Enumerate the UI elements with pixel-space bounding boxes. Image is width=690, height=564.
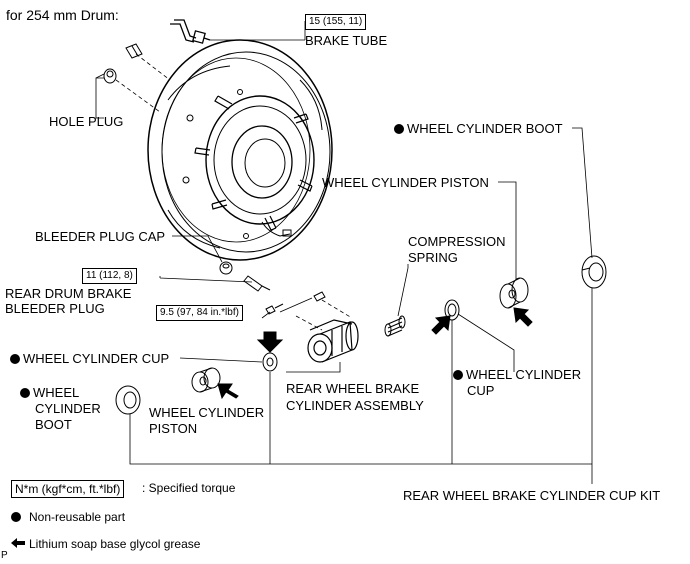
legend-torque-desc: : Specified torque (142, 481, 236, 495)
label-boot-left-1: WHEEL (20, 385, 79, 400)
arrow-left-icon (11, 537, 25, 552)
cup-kit-bracket (129, 288, 593, 484)
grease-arrows (217, 307, 533, 400)
label-boot-right: WHEEL CYLINDER BOOT (394, 121, 563, 136)
label-bleeder-plug-1: REAR DRUM BRAKE (5, 286, 132, 301)
label-brake-tube: BRAKE TUBE (305, 33, 388, 48)
label-spring-1: COMPRESSION (408, 234, 506, 249)
non-reusable-icon (10, 354, 20, 364)
footer-code: P (1, 550, 8, 561)
bolt-drawing (265, 291, 326, 315)
torque-bolt: 9.5 (97, 84 in.*lbf) (156, 305, 243, 321)
bleeder-plug-cap-drawing (219, 261, 233, 275)
piston-left-drawing (191, 367, 221, 393)
hole-plug-drawing (103, 43, 143, 84)
legend-torque-unit: N*m (kgf*cm, ft.*lbf) (11, 480, 125, 498)
brake-tube-drawing (170, 19, 211, 44)
label-hole-plug: HOLE PLUG (49, 114, 124, 129)
bleeder-plug-drawing (243, 275, 271, 292)
cylinder-assembly-drawing (307, 319, 359, 363)
label-cup-right-2: CUP (467, 383, 495, 398)
torque-bleeder-plug: 11 (112, 8) (82, 268, 137, 284)
label-boot-left-2: CYLINDER (35, 401, 101, 416)
non-reusable-icon (394, 124, 404, 134)
label-cup-left: WHEEL CYLINDER CUP (10, 351, 169, 366)
non-reusable-icon (453, 370, 463, 380)
legend-grease: Lithium soap base glycol grease (11, 537, 200, 552)
label-cup-right-1: WHEEL CYLINDER (453, 367, 581, 382)
compression-spring-drawing (384, 315, 406, 337)
label-piston-right: WHEEL CYLINDER PISTON (322, 175, 489, 190)
backing-plate-drawing (147, 39, 333, 261)
label-bleeder-plug-cap: BLEEDER PLUG CAP (35, 229, 166, 244)
cup-left-drawing (262, 352, 278, 372)
boot-right-drawing (581, 255, 607, 289)
label-cylinder-assembly-1: REAR WHEEL BRAKE (286, 381, 420, 396)
label-bleeder-plug-2: BLEEDER PLUG (5, 301, 105, 316)
non-reusable-icon (20, 388, 30, 398)
diagram-title: for 254 mm Drum: (6, 7, 119, 23)
boot-left-drawing (115, 385, 141, 415)
label-spring-2: SPRING (408, 250, 458, 265)
legend-non-reusable: Non-reusable part (11, 510, 125, 525)
label-cylinder-assembly-2: CYLINDER ASSEMBLY (286, 398, 424, 413)
label-boot-left-3: BOOT (35, 417, 72, 432)
label-piston-left-2: PISTON (149, 421, 198, 436)
torque-brake-tube: 15 (155, 11) (305, 14, 367, 30)
label-piston-left-1: WHEEL CYLINDER (149, 405, 265, 420)
filled-circle-icon (11, 512, 21, 522)
label-cup-kit: REAR WHEEL BRAKE CYLINDER CUP KIT (403, 488, 661, 503)
piston-right-drawing (499, 277, 529, 309)
